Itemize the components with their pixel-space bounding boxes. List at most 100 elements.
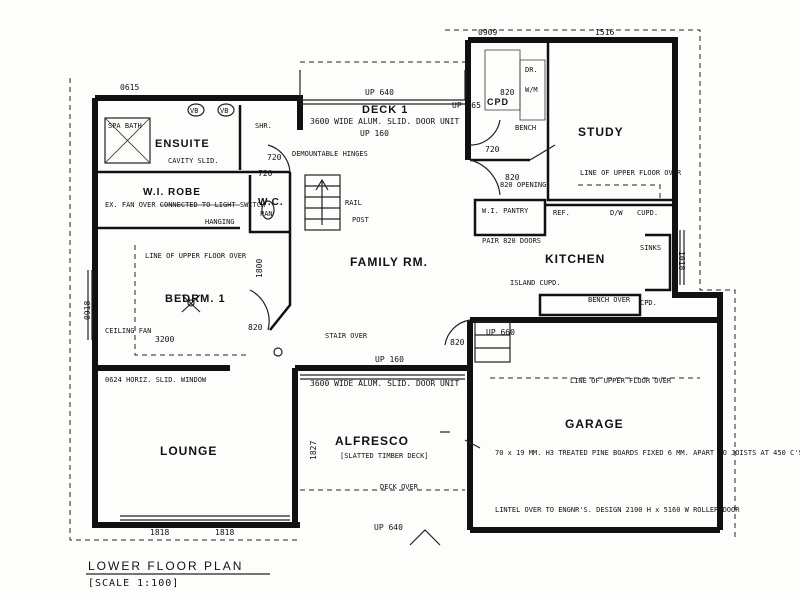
room-label-kitchen: KITCHEN (545, 252, 605, 266)
dim-820a: 820 (500, 88, 515, 97)
spa-bath-cross (104, 117, 151, 164)
light-point-icon (273, 347, 283, 357)
ceiling-fan-icon (181, 294, 201, 313)
note-ref: REF. (553, 209, 570, 217)
entry-arrow (409, 529, 441, 546)
note-upper-garage: LINE OF UPPER FLOOR OVER (570, 377, 672, 385)
dim-1800: 1800 (255, 259, 264, 278)
note-wm: W/M (525, 86, 538, 94)
door-alfresco (300, 374, 465, 380)
toilet-pan-icon (261, 200, 275, 220)
door-swing-bedroom (249, 289, 270, 331)
room-label-family: FAMILY RM. (350, 255, 428, 269)
note-island: ISLAND CUPD. (510, 279, 561, 287)
note-dw: D/W (610, 209, 623, 217)
door-swing-cpd (469, 119, 501, 146)
note-rail: RAIL (345, 199, 362, 207)
door-swing-garage (444, 319, 471, 346)
room-label-wc: W.C. (258, 197, 284, 208)
note-slatted: [SLATTED TIMBER DECK] (340, 452, 429, 460)
eave-line-left (69, 78, 300, 541)
spa-bath-icon (104, 117, 151, 164)
garage-steps (474, 321, 511, 363)
note-demount: DEMOUNTABLE HINGES (292, 150, 368, 158)
room-label-lounge: LOUNGE (160, 444, 217, 458)
room-label-alfresco: ALFRESCO (335, 434, 409, 448)
door-swing-ensuite (267, 144, 291, 173)
dim-720b: 720 (267, 153, 282, 162)
room-label-wir: W.I. ROBE (143, 187, 201, 198)
dim-820b: 820 (248, 323, 263, 332)
note-hanging: HANGING (205, 218, 235, 226)
window-bedroom (87, 270, 93, 340)
wall-left (92, 98, 300, 528)
dim-1818a: 1818 (150, 528, 169, 537)
note-garage-boards: 70 x 19 MM. H3 TREATED PINE BOARDS FIXED… (495, 449, 800, 457)
dim-820d: 820 (505, 173, 520, 182)
dim-up-garage: UP 660 (486, 328, 515, 337)
dim-1516: 1516 (595, 28, 614, 37)
upper-floor-line-study (578, 184, 661, 200)
plan-title: LOWER FLOOR PLAN (88, 559, 243, 573)
basin-icon-2 (217, 103, 235, 117)
room-label-ensuite: ENSUITE (155, 138, 210, 150)
dim-820c: 820 (450, 338, 465, 347)
deck-edge (300, 99, 465, 105)
note-pair-doors: PAIR 820 DOORS (482, 237, 541, 245)
note-spa: SPA BATH (108, 122, 142, 130)
dim-1818b: 1818 (215, 528, 234, 537)
note-stair-over: STAIR OVER (325, 332, 368, 340)
note-alfresco-door: 3600 WIDE ALUM. SLID. DOOR UNIT (310, 379, 459, 388)
dim-up640-bottom: UP 640 (374, 523, 403, 532)
note-deck-door: 3600 WIDE ALUM. SLID. DOOR UNIT (310, 117, 459, 126)
dim-0615: 0615 (120, 83, 139, 92)
note-window: 0624 HORIZ. SLID. WINDOW (105, 376, 207, 384)
note-cpd-right: CPD. (640, 299, 657, 307)
note-fan: EX. FAN OVER CONNECTED TO LIGHT SWITCH (105, 201, 265, 209)
room-label-bedroom: BEDRM. 1 (165, 293, 226, 305)
kitchen-bench-top (545, 203, 677, 235)
note-opening: 820 OPENING (500, 181, 546, 189)
dim-0918: 0918 (83, 301, 92, 320)
stair (304, 174, 341, 231)
dim-3200: 3200 (155, 335, 174, 344)
island-bench (538, 293, 642, 317)
note-upper-bed: LINE OF UPPER FLOOR OVER (145, 252, 247, 260)
note-vb1: VB (190, 107, 198, 115)
note-vb2: VB (220, 107, 228, 115)
wall-wc (248, 175, 290, 234)
wall-bed-right (269, 172, 292, 331)
room-label-study: STUDY (578, 125, 624, 139)
note-post: POST (352, 216, 370, 224)
room-label-pantry: W.I. PANTRY (482, 207, 529, 215)
dim-up160-top: UP 160 (360, 129, 389, 138)
note-cupd: CUPD. (637, 209, 658, 217)
note-lintel: LINTEL OVER TO ENGNR'S. DESIGN 2100 H x … (495, 506, 740, 514)
note-upper-study: LINE OF UPPER FLOOR OVER (580, 169, 682, 177)
window-kitchen (679, 230, 685, 285)
note-shr: SHR. (255, 122, 272, 130)
dim-720a: 720 (258, 169, 273, 178)
sink-bench (645, 233, 672, 292)
upper-floor-line-bedroom (134, 245, 250, 356)
dim-0909: 0909 (478, 28, 497, 37)
note-dr: DR. (525, 66, 538, 74)
pantry-box (473, 198, 547, 237)
door-swing-study (469, 159, 501, 196)
plan-scale: [SCALE 1:100] (88, 578, 179, 589)
note-bench-over: BENCH OVER (588, 296, 631, 304)
note-bench: BENCH (515, 124, 536, 132)
deck-sides (299, 70, 466, 100)
dim-1018: 1018 (677, 251, 686, 270)
window-lounge (120, 515, 290, 521)
note-pan: PAN (260, 210, 273, 218)
room-label-deck: DECK 1 (362, 104, 408, 116)
dim-1827: 1827 (309, 441, 318, 460)
dim-720c: 720 (485, 145, 500, 154)
room-label-cpd: CPD (487, 97, 509, 107)
study-line-arrow (529, 144, 556, 161)
dim-up165: UP 165 (452, 101, 481, 110)
garage-note-arrow (464, 439, 481, 449)
